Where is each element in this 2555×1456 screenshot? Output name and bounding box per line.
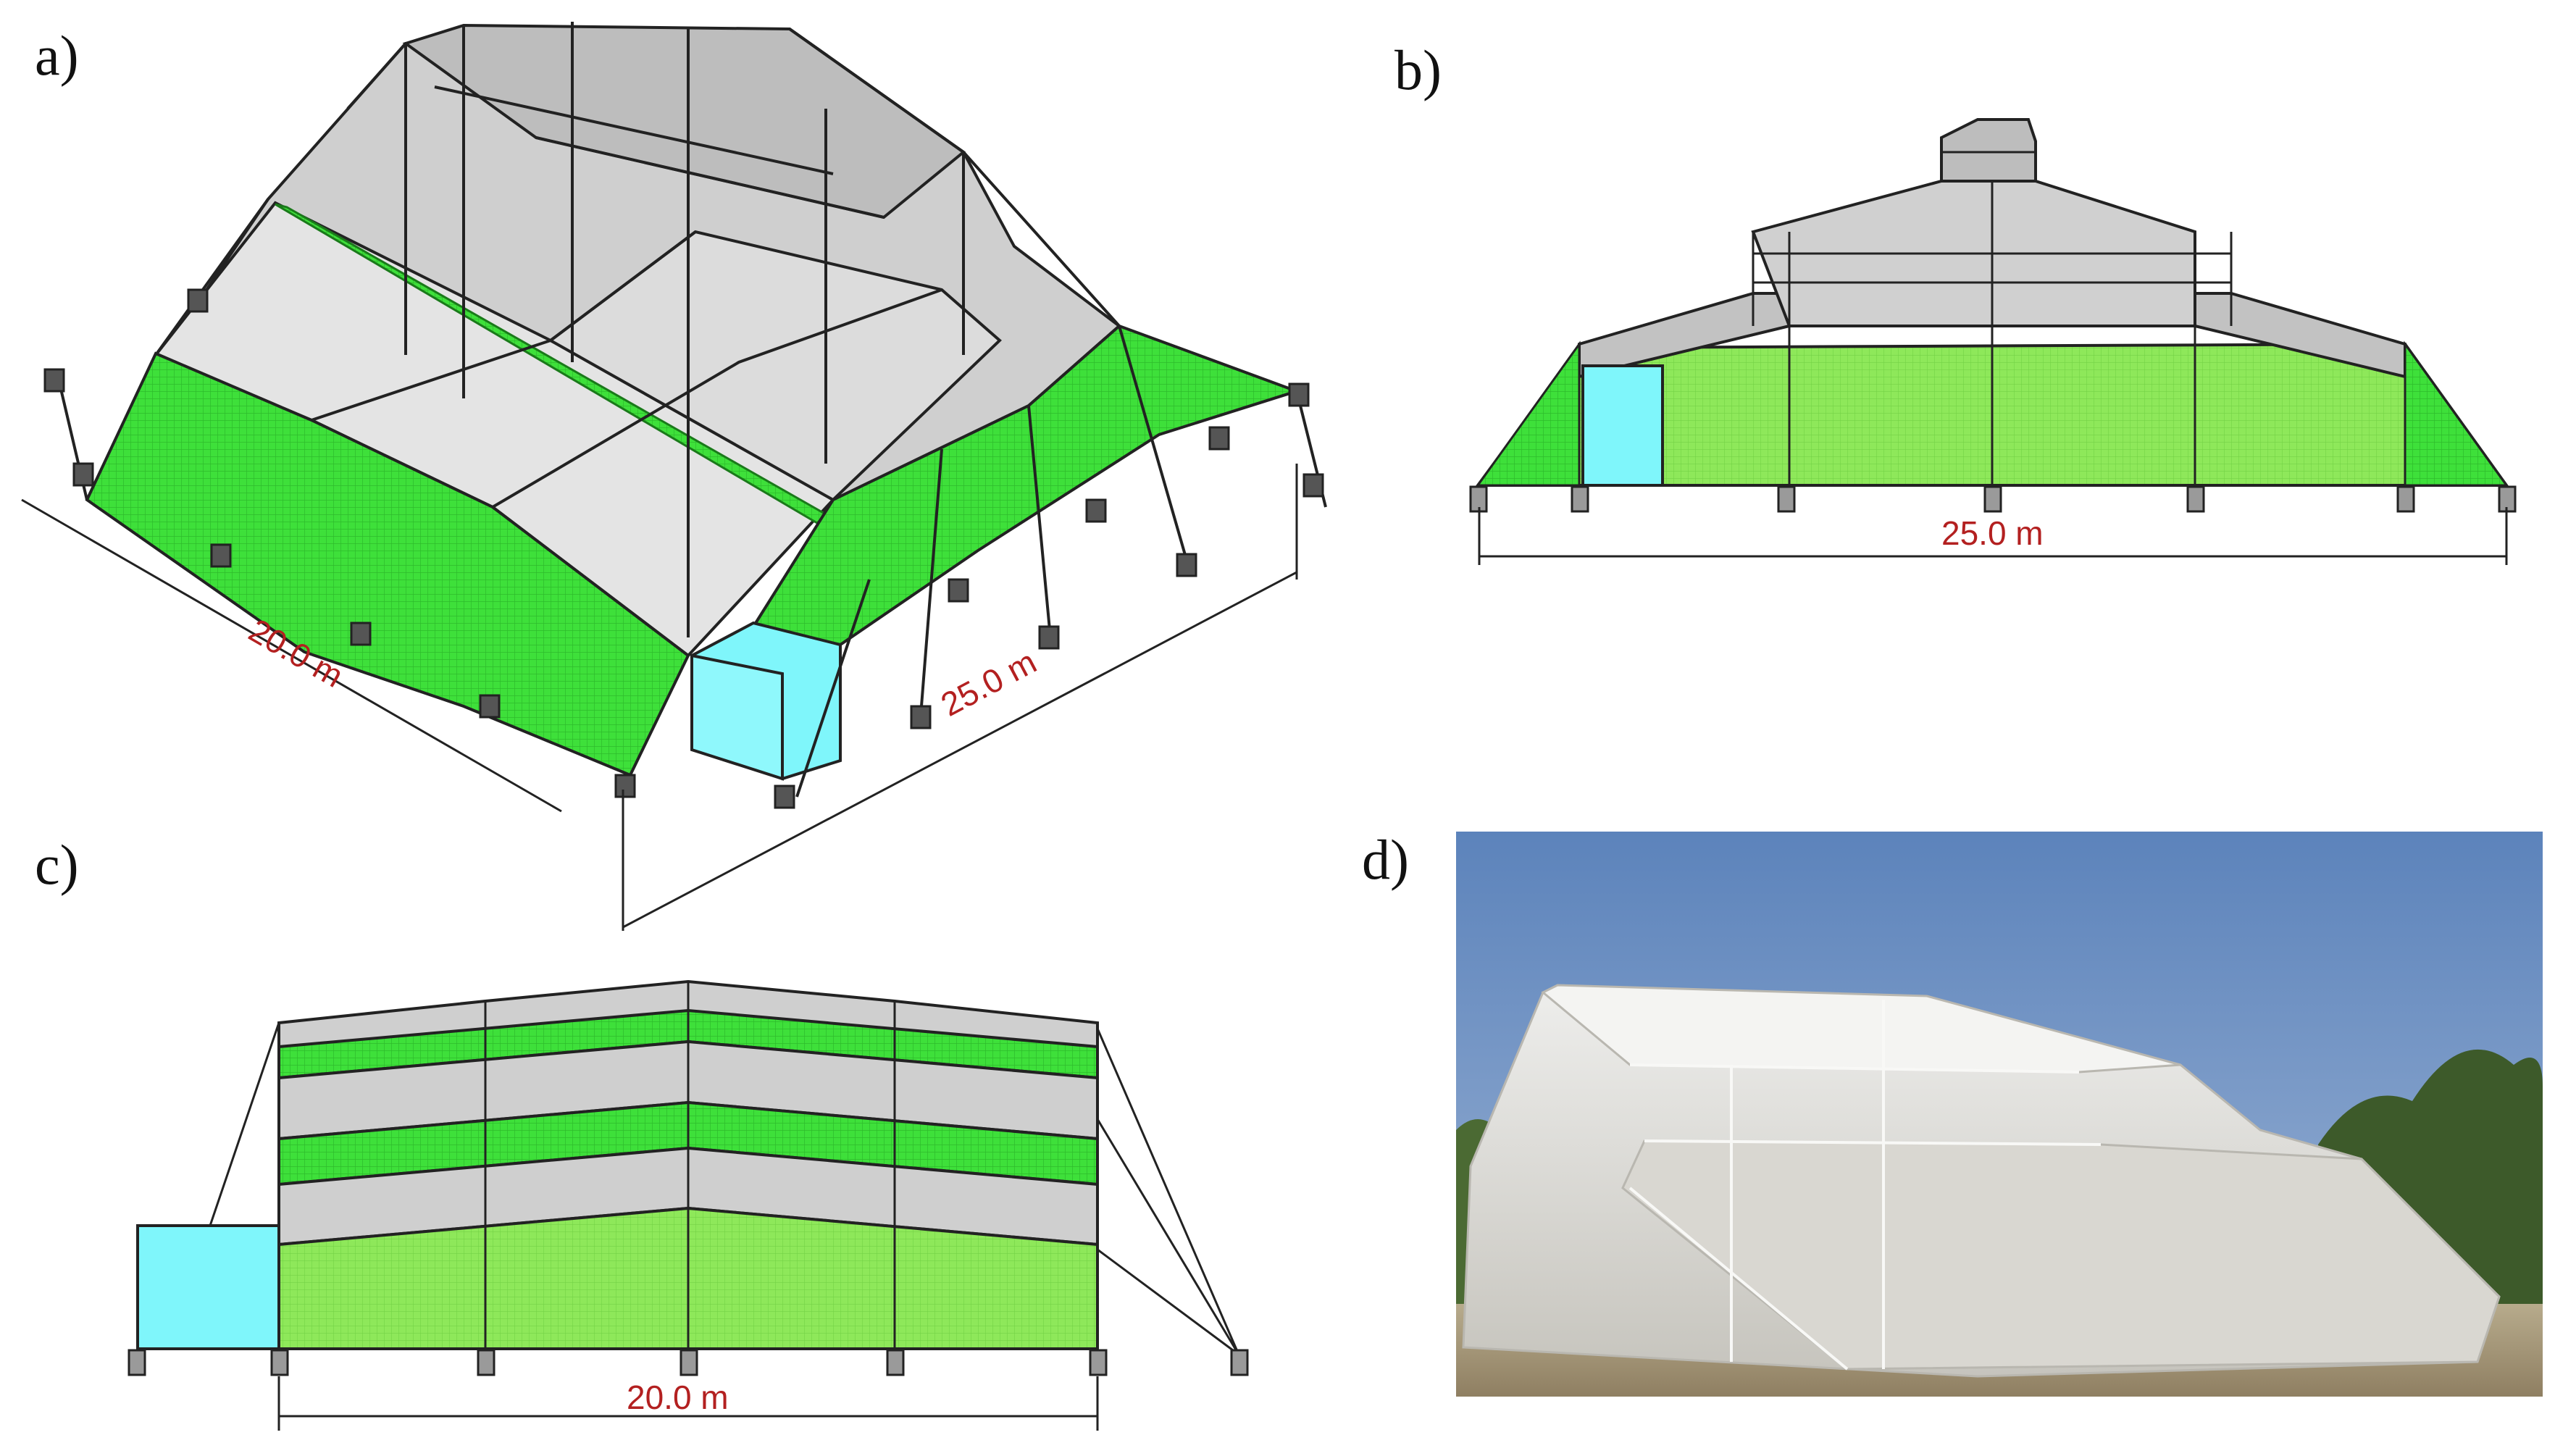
dimension-line-c	[277, 1376, 1099, 1431]
frame-lines-c	[209, 982, 1240, 1356]
top-cupola	[1940, 118, 2037, 183]
panel-b-front-elevation: 25.0 m	[1469, 118, 2517, 565]
panel-label-c: c)	[35, 833, 79, 896]
side-wall-green-left	[85, 351, 690, 777]
anchor-posts	[43, 288, 1324, 809]
panel-label-d: d)	[1362, 828, 1409, 891]
door-box-face	[690, 653, 784, 781]
frame-lines-b	[1752, 151, 2233, 485]
door-side	[136, 1224, 280, 1350]
dim-label-a-width: 25.0 m	[934, 643, 1042, 724]
panel-label-b: b)	[1394, 38, 1442, 101]
dim-label-b-width: 25.0 m	[1941, 514, 2044, 552]
panel-c-side-elevation: 20.0 m	[127, 979, 1249, 1431]
dimension-line-b	[1478, 507, 2508, 565]
side-triangle-right	[2404, 340, 2509, 487]
ground-posts-c	[127, 1349, 1249, 1376]
dim-label-c-length: 20.0 m	[627, 1378, 729, 1416]
side-triangle-left	[1476, 340, 1581, 487]
door-front	[1581, 364, 1664, 487]
frame-lines	[57, 22, 1327, 798]
dimension-lines-a	[21, 464, 1298, 931]
panel-label-a: a)	[35, 24, 79, 87]
ground-posts-b	[1469, 485, 2517, 513]
panel-d-photo	[1456, 832, 2543, 1397]
photo-tent-seams	[1628, 1000, 2102, 1371]
panel-a-isometric: 20.0 m 25.0 m	[21, 22, 1327, 931]
